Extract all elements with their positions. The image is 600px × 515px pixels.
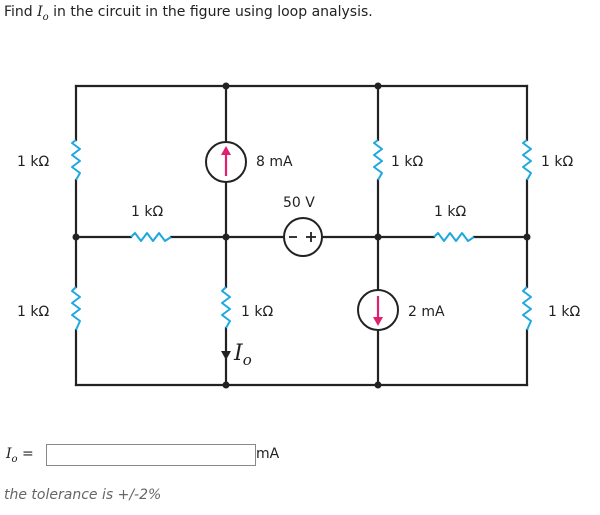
- tolerance-note: the tolerance is +/-2%: [4, 487, 162, 503]
- label-r-mid-right-horizontal: 1 kΩ: [434, 204, 466, 220]
- arrow-up-icon: [221, 146, 231, 155]
- junction-dot: [523, 233, 531, 241]
- answer-unit: mA: [256, 446, 280, 462]
- junction-dots: [72, 82, 531, 389]
- junction-dot: [374, 381, 382, 389]
- label-r-left-bottom: 1 kΩ: [17, 304, 49, 320]
- label-r-mid-left-horizontal: 1 kΩ: [131, 204, 163, 220]
- current-source-2ma: [357, 289, 399, 331]
- junction-dot: [72, 233, 80, 241]
- resistor-mid-right-horizontal: [433, 232, 475, 242]
- label-io: Io: [233, 341, 252, 369]
- resistor-right-bottom: [522, 286, 532, 331]
- voltage-source-50v: [283, 217, 323, 257]
- junction-dot: [374, 233, 382, 241]
- junction-dot: [374, 82, 382, 90]
- circuit-diagram: 1 kΩ 1 kΩ 1 kΩ 8 mA 50 V 1 kΩ Io 1 kΩ 1 …: [17, 82, 580, 389]
- junction-dot: [222, 82, 230, 90]
- resistor-right-top: [522, 139, 532, 181]
- resistor-right-mid-vertical: [373, 139, 383, 181]
- resistor-left-top: [71, 139, 81, 181]
- resistor-left-bottom: [71, 286, 81, 331]
- question-suffix: in the circuit in the figure using loop …: [48, 4, 373, 20]
- arrow-down-icon: [373, 317, 383, 326]
- answer-input[interactable]: [46, 444, 256, 466]
- label-source-50v: 50 V: [283, 195, 315, 211]
- current-source-8ma: [205, 141, 247, 183]
- resistor-mid-left-horizontal: [130, 232, 172, 242]
- label-r-right-top: 1 kΩ: [541, 154, 573, 170]
- io-arrow-head-icon: [221, 351, 231, 360]
- label-r-right-bottom: 1 kΩ: [548, 304, 580, 320]
- label-r-center-vertical: 1 kΩ: [241, 304, 273, 320]
- label-source-2ma: 2 mA: [408, 304, 445, 320]
- question-text: Find Io in the circuit in the figure usi…: [4, 4, 373, 23]
- io-arrow: [221, 333, 231, 360]
- question-prefix: Find: [4, 4, 38, 20]
- junction-dot: [222, 233, 230, 241]
- label-r-left-top: 1 kΩ: [17, 154, 49, 170]
- label-r-right-mid-vertical: 1 kΩ: [391, 154, 423, 170]
- junction-dot: [222, 381, 230, 389]
- resistor-center-vertical: [221, 286, 231, 329]
- answer-variable-label: Io =: [6, 446, 34, 465]
- resistors: [71, 139, 532, 331]
- question-variable: Io: [37, 4, 49, 23]
- label-source-8ma: 8 mA: [256, 154, 293, 170]
